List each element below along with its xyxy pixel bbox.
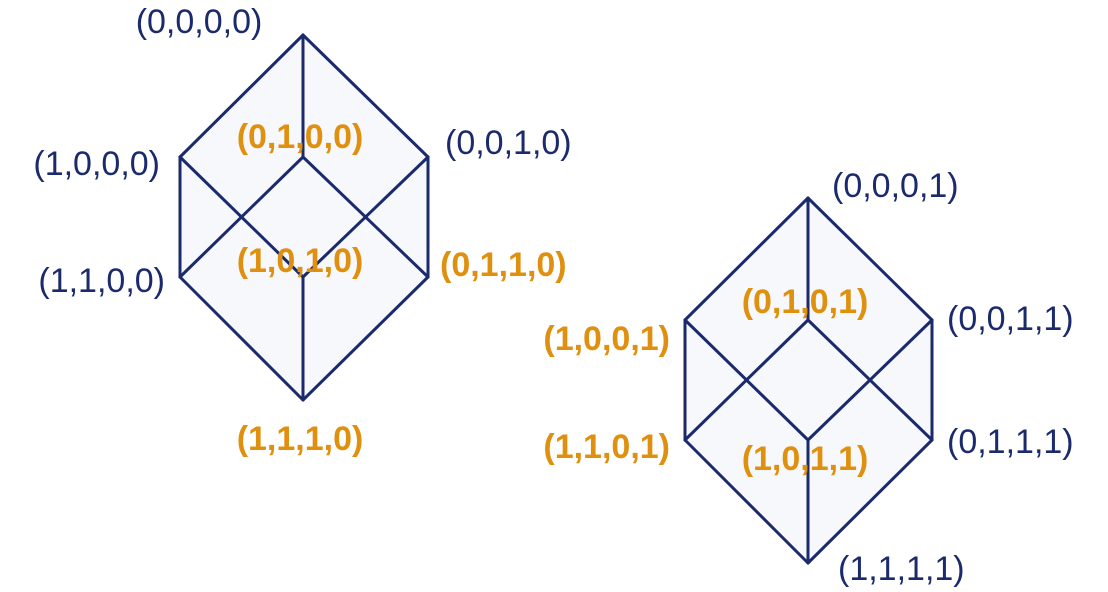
vertex-label: (0,0,1,1) <box>947 300 1074 338</box>
cube-right: (0,0,0,1) (1,0,0,1) (0,0,1,1) (0,1,0,1) … <box>543 167 1073 588</box>
vertex-label: (1,1,0,1) <box>543 428 670 466</box>
cube-right-edges <box>683 196 934 565</box>
vertex-label: (0,1,1,0) <box>440 246 567 284</box>
vertex-label: (0,1,1,1) <box>947 423 1074 461</box>
edge <box>806 438 934 565</box>
cube-right-fill <box>685 198 932 563</box>
edge <box>683 438 810 565</box>
cube-right-labels: (0,0,0,1) (1,0,0,1) (0,0,1,1) (0,1,0,1) … <box>543 167 1073 588</box>
vertex-label: (1,0,1,1) <box>742 440 869 478</box>
cube-left-fill <box>180 35 428 400</box>
edge <box>178 275 305 402</box>
cube-left-edges <box>178 33 430 402</box>
vertex-label: (0,0,1,0) <box>445 124 572 162</box>
edge <box>301 275 430 402</box>
vertex-label: (1,0,1,0) <box>237 242 364 280</box>
vertex-label: (0,0,0,0) <box>136 3 263 41</box>
edge <box>178 155 305 279</box>
edge <box>806 196 934 322</box>
edge <box>178 33 305 159</box>
vertex-label: (1,0,0,1) <box>543 320 670 358</box>
vertex-label: (1,1,1,0) <box>237 420 364 458</box>
edge <box>301 33 430 159</box>
cube-left-labels: (0,0,0,0) (1,0,0,0) (0,0,1,0) (0,1,0,0) … <box>33 3 571 458</box>
edge <box>301 155 430 279</box>
vertex-label: (0,0,0,1) <box>832 167 959 205</box>
vertex-label: (1,1,0,0) <box>38 262 165 300</box>
vertex-label: (0,1,0,1) <box>742 283 869 321</box>
edge <box>683 196 810 322</box>
edge <box>683 318 810 442</box>
cube-left: (0,0,0,0) (1,0,0,0) (0,0,1,0) (0,1,0,0) … <box>33 3 571 458</box>
edge <box>806 318 934 442</box>
vertex-label: (1,0,0,0) <box>33 145 160 183</box>
vertex-label: (0,1,0,0) <box>237 118 364 156</box>
vertex-label: (1,1,1,1) <box>838 550 965 588</box>
